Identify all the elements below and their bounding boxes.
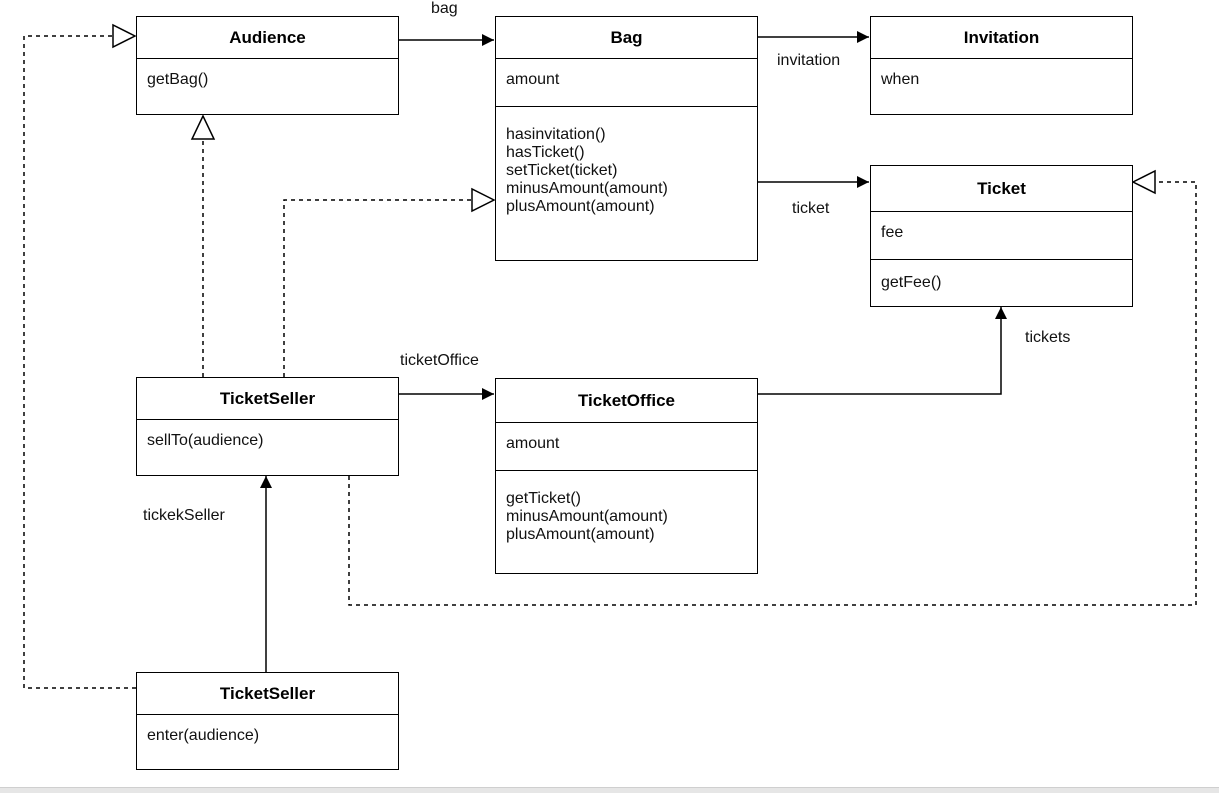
class-ticket-seller[interactable]: TicketSeller sellTo(audience) [136, 377, 399, 476]
label-ticket: ticket [792, 200, 830, 217]
attribute-item: amount [506, 435, 560, 452]
method-item: sellTo(audience) [147, 432, 264, 449]
class-audience-name: Audience [137, 17, 398, 59]
attribute-item: when [881, 71, 920, 88]
dependency-seller-ticket [348, 169, 1197, 606]
dependency-theater-audience [23, 23, 137, 689]
dependency-seller-bag [283, 187, 496, 377]
method-item: plusAmount(amount) [506, 198, 655, 215]
class-theater[interactable]: TicketSeller enter(audience) [136, 672, 399, 770]
class-ticket-seller-name: TicketSeller [137, 378, 398, 420]
association-office-ticket [757, 307, 1007, 395]
dependency-seller-audience [190, 114, 216, 377]
class-ticket-office[interactable]: TicketOffice amount getTicket() minusAmo… [495, 378, 758, 574]
method-item: minusAmount(amount) [506, 508, 668, 525]
class-audience[interactable]: Audience getBag() [136, 16, 399, 115]
class-invitation-attributes: when [871, 59, 1132, 89]
label-invitation: invitation [777, 52, 841, 69]
method-item: setTicket(ticket) [506, 162, 618, 179]
class-invitation-name: Invitation [871, 17, 1132, 59]
class-bag-attributes: amount [496, 59, 757, 107]
method-item: enter(audience) [147, 727, 260, 744]
attribute-item: fee [881, 224, 904, 241]
attribute-item: amount [506, 71, 560, 88]
class-bag-name: Bag [496, 17, 757, 59]
class-theater-methods: enter(audience) [137, 715, 398, 745]
class-ticket-attributes: fee [871, 212, 1132, 260]
label-ticket-seller: tickekSeller [143, 507, 225, 524]
class-bag[interactable]: Bag amount hasinvitation() hasTicket() s… [495, 16, 758, 261]
label-ticket-office: ticketOffice [400, 352, 479, 369]
class-ticket-office-attributes: amount [496, 423, 757, 471]
class-ticket-methods: getFee() [871, 260, 1132, 292]
method-item: hasTicket() [506, 144, 585, 161]
method-item: getBag() [147, 71, 209, 88]
class-ticket-seller-methods: sellTo(audience) [137, 420, 398, 450]
class-ticket[interactable]: Ticket fee getFee() [870, 165, 1133, 307]
method-item: plusAmount(amount) [506, 526, 655, 543]
class-audience-methods: getBag() [137, 59, 398, 89]
bottom-border [0, 787, 1219, 793]
method-item: getFee() [881, 274, 942, 291]
class-ticket-office-name: TicketOffice [496, 379, 757, 423]
label-bag: bag [431, 0, 458, 17]
label-tickets: tickets [1025, 329, 1071, 346]
class-ticket-name: Ticket [871, 166, 1132, 212]
class-theater-name: TicketSeller [137, 673, 398, 715]
method-item: minusAmount(amount) [506, 180, 668, 197]
method-item: hasinvitation() [506, 126, 606, 143]
class-bag-methods: hasinvitation() hasTicket() setTicket(ti… [496, 107, 757, 216]
method-item: getTicket() [506, 490, 581, 507]
class-ticket-office-methods: getTicket() minusAmount(amount) plusAmou… [496, 471, 757, 544]
class-invitation[interactable]: Invitation when [870, 16, 1133, 115]
